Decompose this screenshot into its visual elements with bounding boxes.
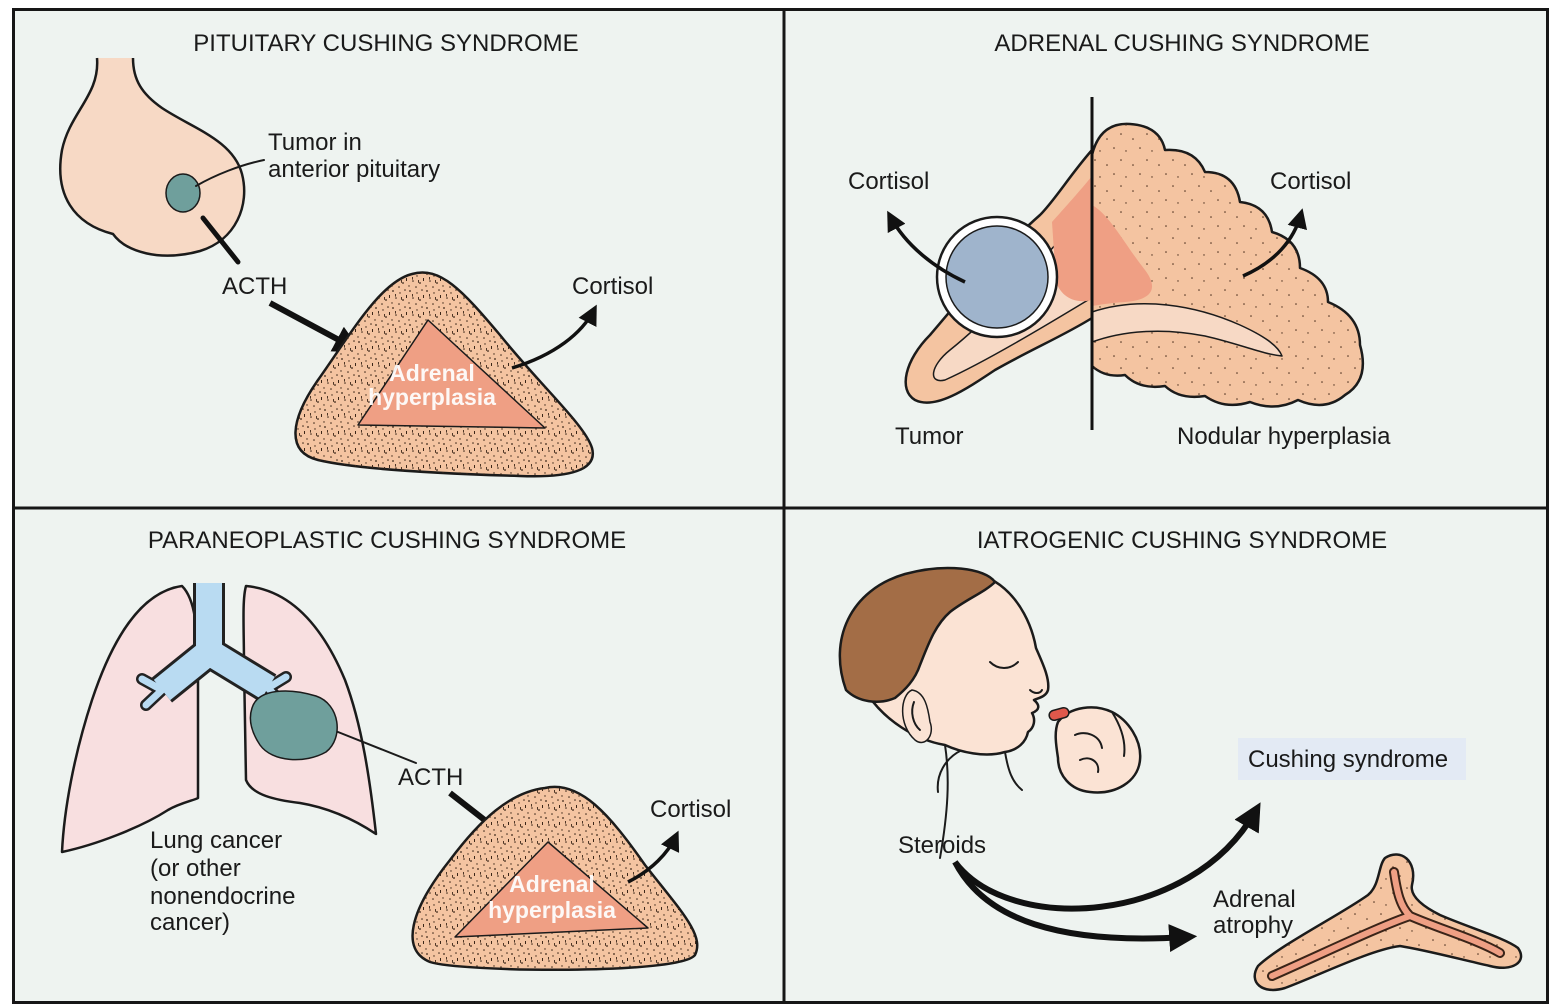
steroids-label: Steroids [898,832,986,859]
tumor-label: Tumor [895,423,963,450]
cancer-label-line-4: cancer) [150,909,230,936]
panel-title: IATROGENIC CUSHING SYNDROME [977,527,1387,554]
panel-title: PARANEOPLASTIC CUSHING SYNDROME [148,527,626,554]
pituitary-tumor [166,174,200,212]
panel-title: PITUITARY CUSHING SYNDROME [193,30,578,57]
cancer-label-line-3: nonendocrine [150,883,295,910]
atrophy-label-line-2: atrophy [1213,912,1293,939]
cortisol-left-label: Cortisol [848,168,929,195]
acth-label: ACTH [222,273,287,300]
atrophy-label-line-1: Adrenal [1213,886,1296,913]
cancer-label-line-2: (or other [150,855,241,882]
adrenal-label-line-1: Adrenal [389,360,475,386]
adrenal-label-line-1: Adrenal [509,871,595,897]
adrenal-label-line-2: hyperplasia [488,897,616,923]
lung-tumor [250,691,337,760]
cancer-label-line-1: Lung cancer [150,827,282,854]
tumor-label-line-1: Tumor in [268,129,362,156]
adrenal-label-line-2: hyperplasia [368,384,496,410]
cushing-syndrome-label: Cushing syndrome [1248,746,1448,773]
nodular-hyperplasia-label: Nodular hyperplasia [1177,423,1391,450]
acth-label: ACTH [398,764,463,791]
tumor-label-line-2: anterior pituitary [268,156,440,183]
cortisol-label: Cortisol [572,273,653,300]
cortisol-right-label: Cortisol [1270,168,1351,195]
cortisol-label: Cortisol [650,796,731,823]
adrenal-tumor [946,226,1048,328]
panel-title: ADRENAL CUSHING SYNDROME [994,30,1369,57]
